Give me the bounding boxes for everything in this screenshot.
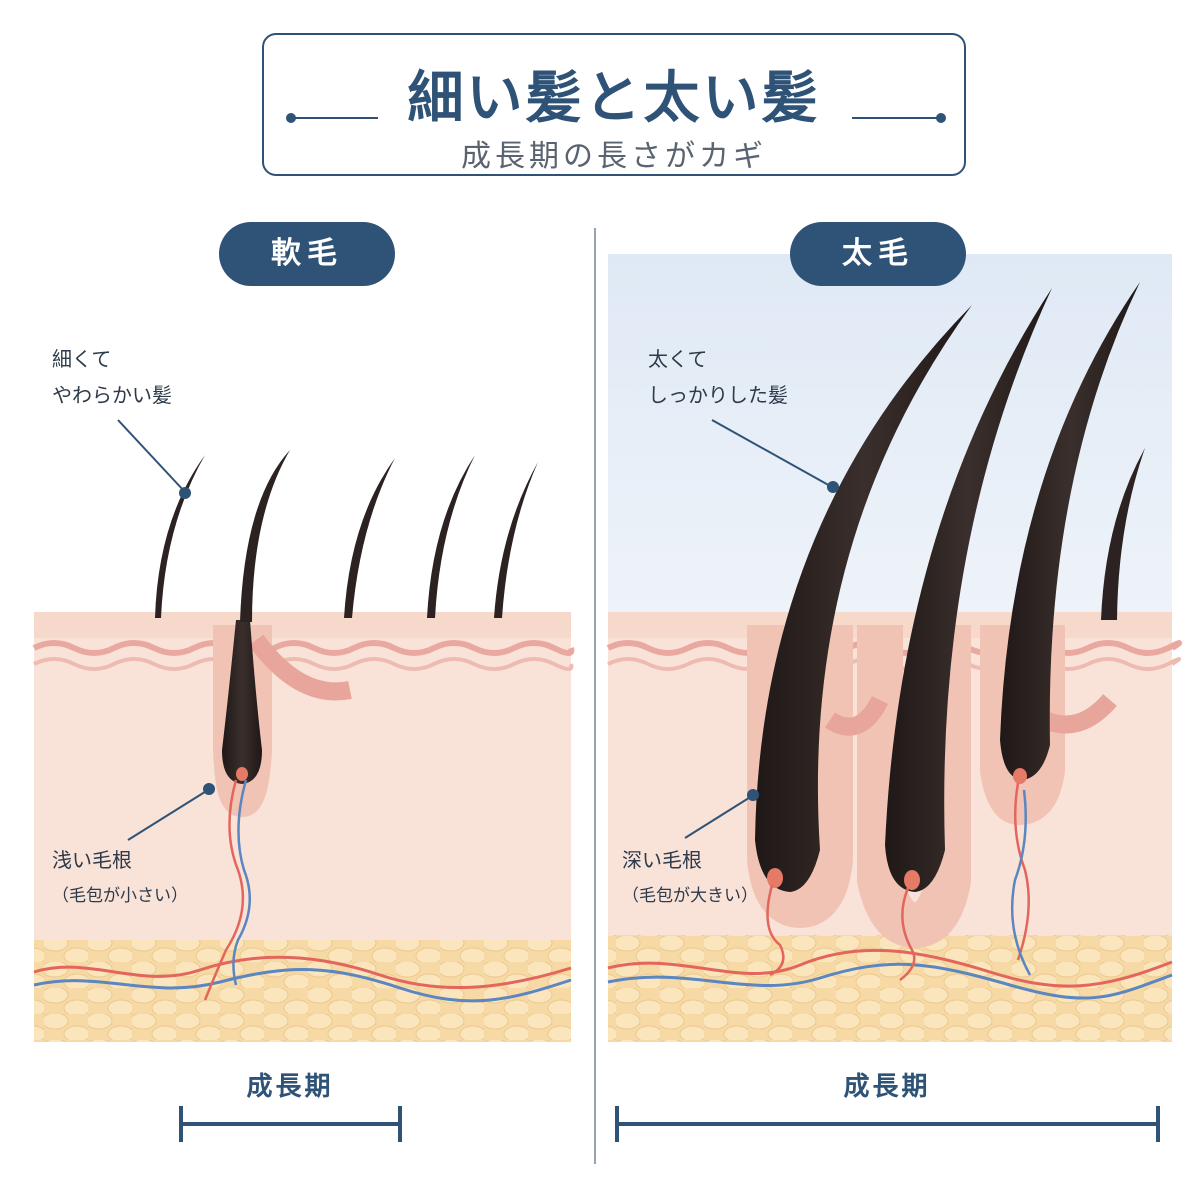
title-deco-dot-right bbox=[936, 113, 946, 123]
page-title: 細い髪と太い髪 bbox=[407, 66, 821, 131]
vellus-root-label-sub: （毛包が小さい） bbox=[52, 886, 188, 906]
terminal-hair-label-line2: しっかりした髪 bbox=[648, 383, 788, 407]
hair-strand bbox=[494, 462, 538, 618]
hair-strand bbox=[1000, 282, 1140, 780]
hair-strand bbox=[427, 455, 475, 618]
terminal-root-label-sub: （毛包が大きい） bbox=[622, 886, 758, 906]
terminal-hair-label: 太くて しっかりした髪 bbox=[648, 341, 788, 413]
vellus-badge: 軟毛 bbox=[219, 222, 395, 286]
vellus-skin-section bbox=[32, 612, 575, 1042]
terminal-badge: 太毛 bbox=[790, 222, 966, 286]
hair-strand bbox=[1101, 448, 1145, 620]
terminal-root-label: 深い毛根 （毛包が大きい） bbox=[622, 842, 758, 914]
hair-strand bbox=[755, 305, 972, 892]
page-subtitle: 成長期の長さがカギ bbox=[461, 139, 767, 174]
title-deco-line-right bbox=[852, 117, 940, 119]
title-deco-dot-left bbox=[286, 113, 296, 123]
vellus-hair-label-line1: 細くて bbox=[52, 347, 112, 371]
terminal-hair-strands bbox=[755, 282, 1145, 981]
right-leader-lines bbox=[684, 419, 839, 839]
vellus-hair-label-line2: やわらかい髪 bbox=[52, 383, 172, 407]
terminal-hair-label-line1: 太くて bbox=[648, 347, 708, 371]
terminal-root-label-title: 深い毛根 bbox=[622, 848, 702, 872]
hair-strand bbox=[240, 450, 290, 622]
vellus-root-label: 浅い毛根 （毛包が小さい） bbox=[52, 842, 188, 914]
vellus-hair-label: 細くて やわらかい髪 bbox=[52, 341, 172, 413]
left-growth-bar bbox=[179, 1106, 402, 1142]
left-leader-lines bbox=[117, 419, 215, 841]
panel-divider bbox=[594, 228, 596, 1164]
hair-strand bbox=[344, 458, 395, 618]
right-growth-bar bbox=[615, 1106, 1160, 1142]
title-box: 細い髪と太い髪 成長期の長さがカギ bbox=[262, 33, 966, 176]
title-deco-line-left bbox=[290, 117, 378, 119]
vellus-root-label-title: 浅い毛根 bbox=[52, 848, 132, 872]
vellus-growth-label: 成長期 bbox=[246, 1072, 334, 1102]
hair-strand bbox=[885, 288, 1052, 892]
vellus-hair-strands bbox=[155, 450, 538, 622]
terminal-growth-label: 成長期 bbox=[843, 1072, 931, 1102]
hair-strand bbox=[155, 455, 205, 618]
